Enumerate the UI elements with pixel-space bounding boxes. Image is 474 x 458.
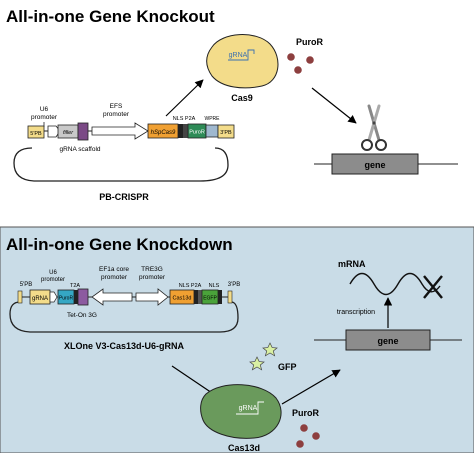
cas9-grna-label: gRNA	[229, 52, 248, 59]
kd-box-3pb	[227, 290, 233, 304]
ko-arrow-to-cas9	[165, 79, 204, 117]
ko-box-5pb-label: 5'PB	[30, 131, 42, 137]
kd-plasmid-loop	[9, 301, 239, 333]
cas13d-protein	[200, 384, 282, 439]
ko-grna-scaffold-label: gRNA scaffold	[59, 146, 100, 153]
kd-puror-label: PuroR	[292, 408, 320, 418]
ko-nls-p2a-label: NLS P2A	[173, 116, 196, 122]
kd-box-nls1	[194, 290, 198, 304]
ko-box-nls	[178, 124, 183, 138]
ko-box-p2a	[183, 124, 188, 138]
knockdown-title: All-in-one Gene Knockdown	[6, 235, 233, 254]
ko-box-wpre	[205, 124, 219, 138]
ko-wpre-label: WPRE	[205, 116, 221, 122]
kd-tre3g-arrow	[135, 288, 169, 306]
kd-nls-p2a-label: NLS P2A	[179, 283, 202, 289]
ko-box-scaffold	[77, 122, 89, 141]
ko-box-3pb	[217, 124, 235, 139]
ko-gene-box	[331, 153, 419, 175]
ko-arrow-to-scissors	[311, 87, 357, 124]
ko-box-cas9-label: hSpCas9	[151, 130, 176, 136]
ko-gene-label: gene	[364, 160, 385, 170]
wavy-mrna-icon	[349, 272, 441, 296]
kd-arrow-to-mrna	[281, 369, 341, 405]
kd-3pb-label: 3'PB	[228, 282, 241, 288]
kd-box-egfp-label: EGFP	[203, 296, 217, 302]
cas13d-grna-strand	[236, 401, 264, 415]
kd-gfp-label: GFP	[278, 362, 297, 372]
kd-box-nls2	[218, 290, 222, 304]
knockout-background	[0, 0, 474, 227]
ko-puror-dot-1	[287, 53, 295, 61]
kd-box-p2a	[198, 290, 202, 304]
kd-nls-label: NLS	[209, 283, 220, 289]
ko-box-puror-label: PuroR	[189, 130, 205, 136]
kd-puror-dot-3	[296, 440, 304, 448]
knockout-title: All-in-one Gene Knockout	[6, 7, 215, 26]
ko-box-3pb-label: 3'PB	[220, 130, 232, 136]
kd-gene-label: gene	[377, 336, 398, 346]
kd-u6-arrow	[49, 291, 58, 303]
kd-puror-dot-1	[300, 424, 308, 432]
kd-t2a-label: T2A	[70, 283, 80, 289]
ko-efs-arrow	[91, 122, 149, 140]
cas13d-grna-label: gRNA	[239, 405, 258, 412]
kd-box-t2a	[74, 290, 78, 304]
kd-tet-on-label: Tet-On 3G	[67, 312, 97, 319]
kd-ef1a-arrow	[91, 288, 133, 306]
kd-transcription-label: transcription	[337, 309, 375, 316]
ko-puror-dot-3	[306, 56, 314, 64]
kd-box-puror-label: PuroR	[59, 296, 74, 302]
cas9-protein	[206, 34, 279, 89]
kd-box-teton	[77, 288, 89, 306]
ko-puror-dot-2	[294, 66, 302, 74]
ko-plasmid-name: PB-CRISPR	[99, 192, 149, 202]
kd-gfp-star-1	[249, 356, 265, 371]
kd-gfp-star-2	[262, 342, 278, 357]
kd-box-5pb	[17, 290, 23, 304]
kd-puror-dot-2	[312, 432, 320, 440]
kd-5pb-label: 5'PB	[20, 282, 33, 288]
cas13d-label: Cas13d	[228, 443, 260, 453]
ko-box-5pb	[27, 125, 45, 139]
kd-box-grna-label: gRNA	[32, 296, 48, 302]
ko-puror-label: PuroR	[296, 37, 324, 47]
knockout-plasmid-loop	[13, 147, 229, 182]
scissors-icon	[361, 104, 387, 151]
ko-box-filler-label: filler	[63, 130, 74, 136]
x-mark-icon	[423, 275, 443, 299]
cas9-grna-strand	[228, 49, 255, 61]
kd-gene-box	[345, 329, 431, 351]
cas9-label: Cas9	[231, 93, 253, 103]
kd-plasmid-name: XLOne V3-Cas13d-U6-gRNA	[64, 341, 185, 351]
kd-box-cas13d-label: Cas13d	[173, 296, 192, 302]
kd-mrna-label: mRNA	[338, 259, 366, 269]
